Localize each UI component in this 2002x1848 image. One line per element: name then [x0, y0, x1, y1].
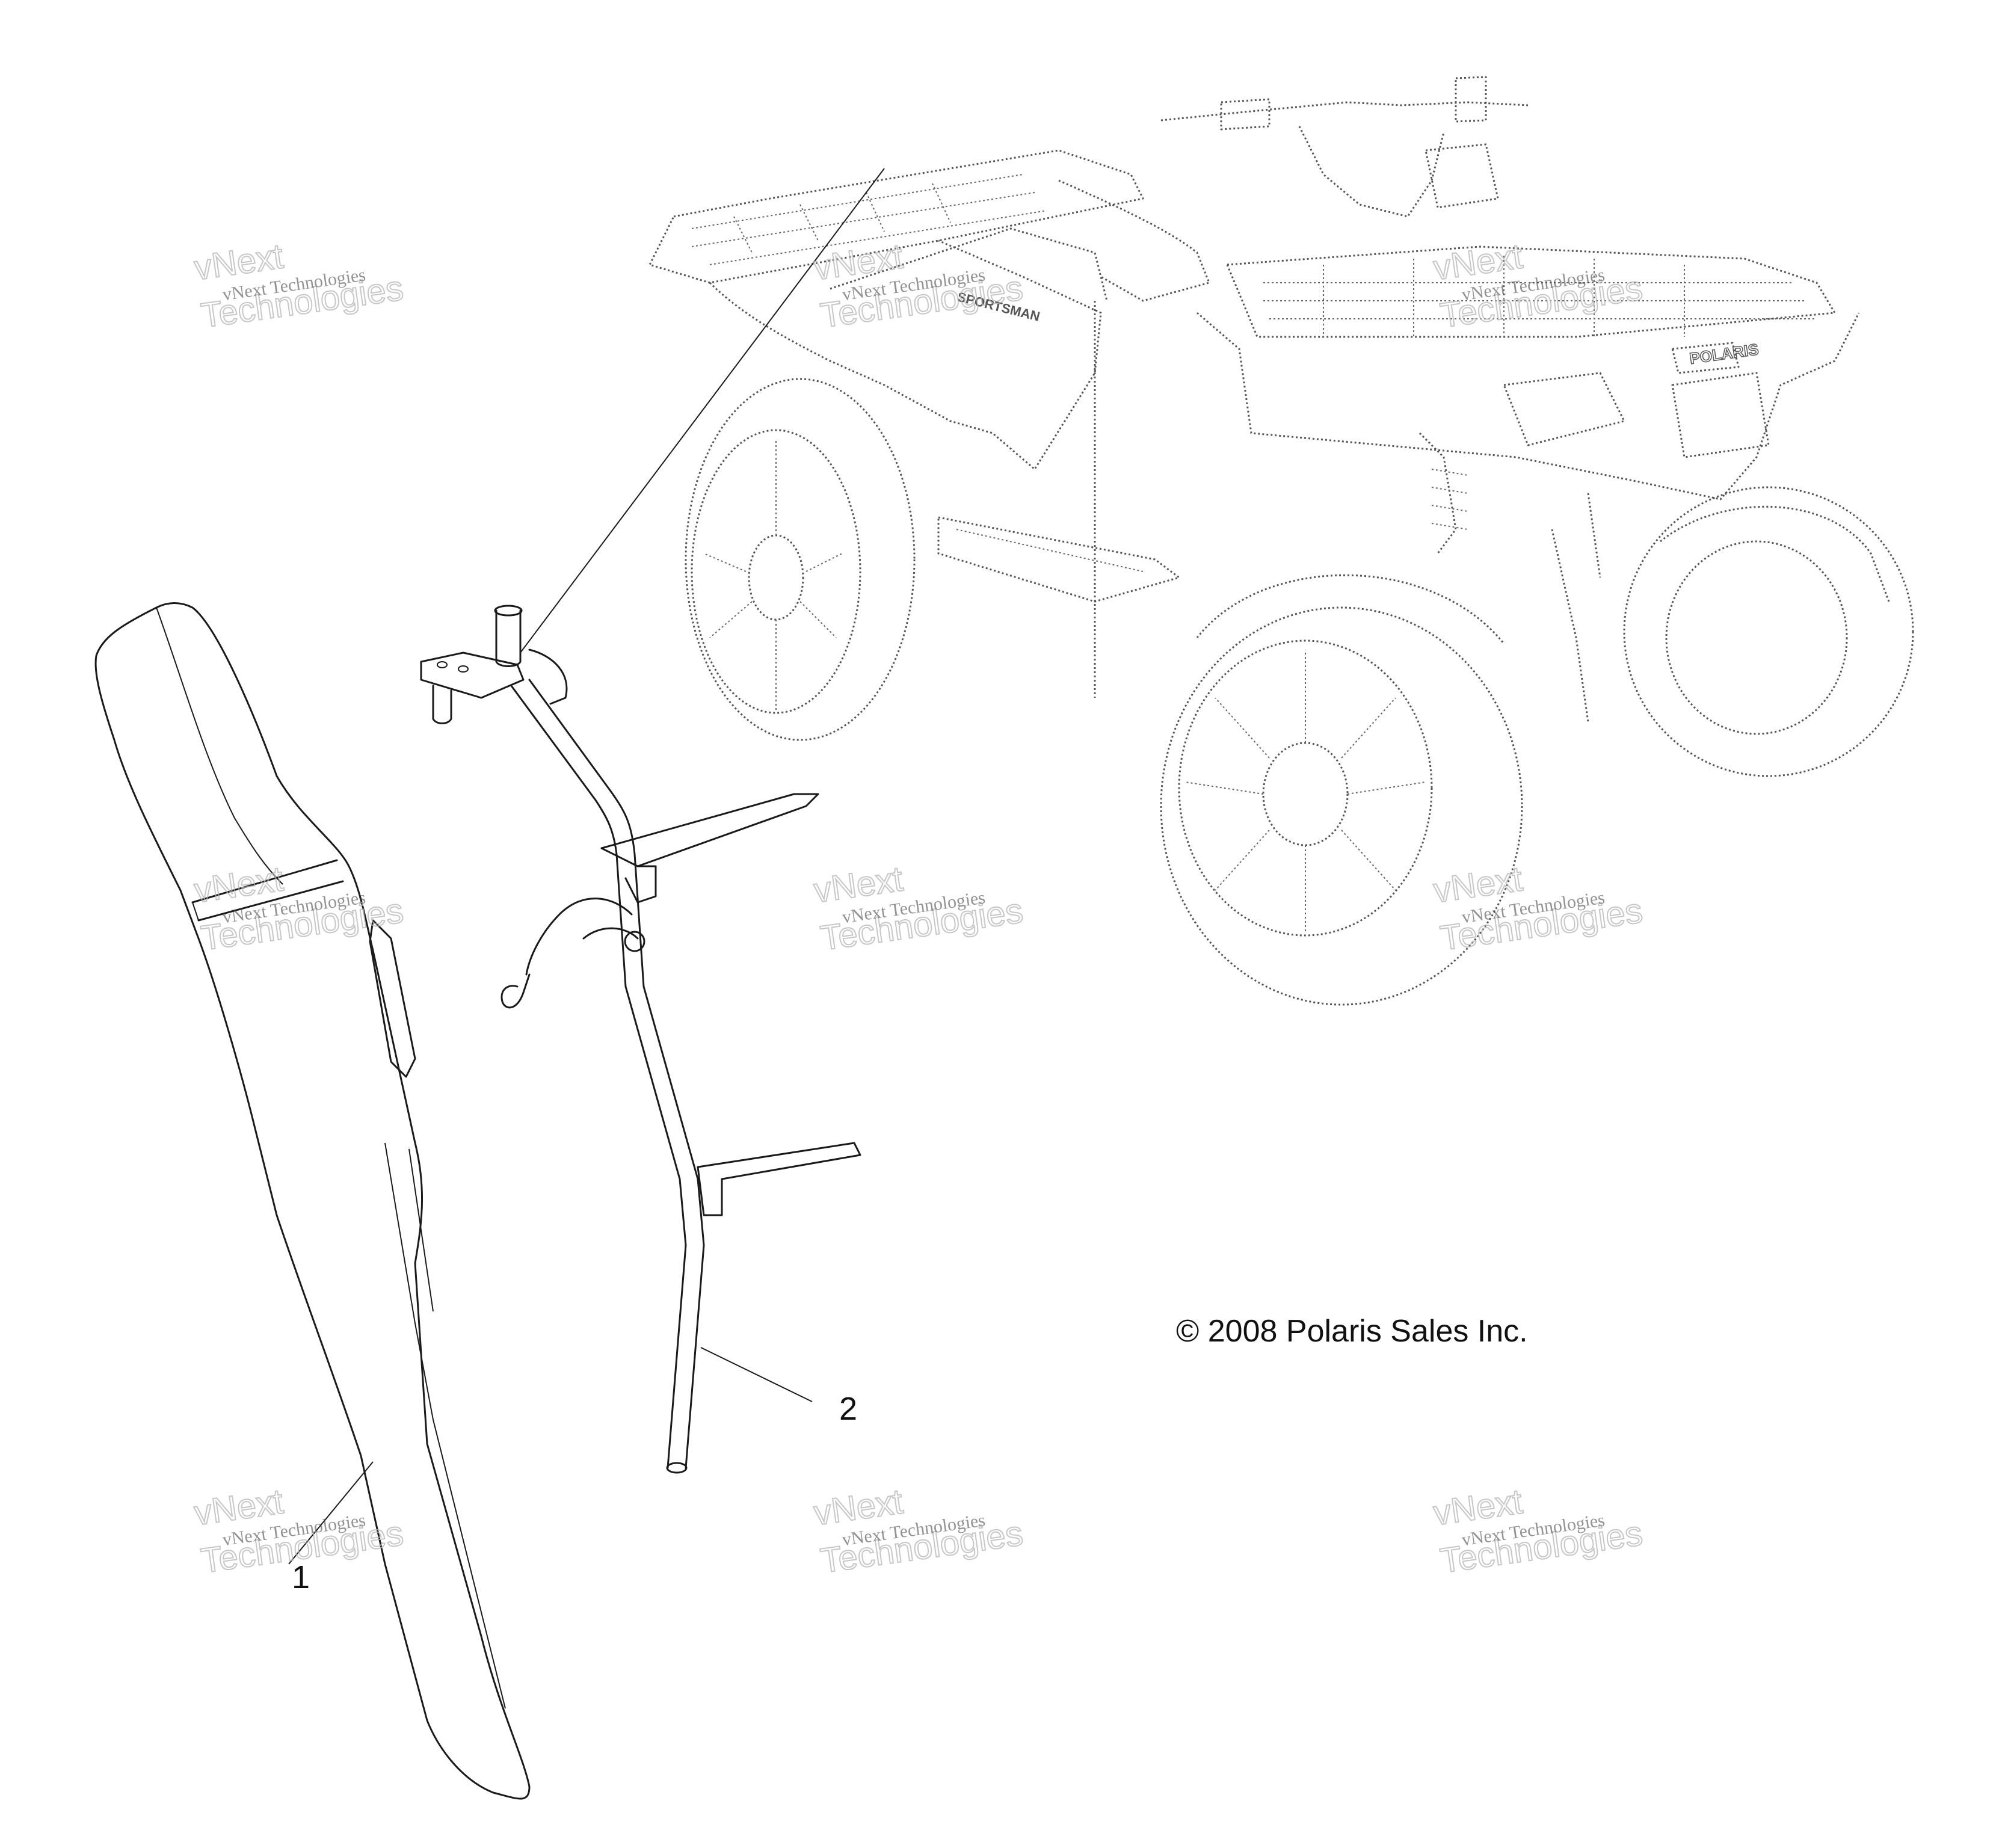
front-brand-badge: POLARIS	[1689, 340, 1760, 368]
watermark: vNext Technologies vNext Technologies	[811, 858, 1026, 958]
callout-1: 1	[292, 1559, 310, 1595]
part-1-gun-boot	[94, 602, 531, 1800]
watermark: vNext Technologies vNext Technologies	[1431, 858, 1645, 958]
leader-callout-1	[288, 1461, 374, 1565]
watermark: vNext Technologies vNext Technologies	[191, 858, 406, 958]
watermark: vNext Technologies vNext Technologies	[811, 236, 1026, 336]
atv-ghost-illustration	[648, 76, 1914, 1006]
watermark: vNext Technologies vNext Technologies	[191, 236, 406, 336]
watermark: vNext Technologies vNext Technologies	[191, 1481, 406, 1581]
watermark: vNext Technologies vNext Technologies	[1431, 1481, 1645, 1581]
leader-callout-2	[700, 1347, 813, 1402]
callout-2: 2	[839, 1391, 857, 1427]
part-2-mount-bracket	[420, 605, 861, 1474]
copyright-notice: © 2008 Polaris Sales Inc.	[1176, 1314, 1528, 1349]
leader-bracket-to-atv	[520, 168, 885, 653]
watermark: vNext Technologies vNext Technologies	[1431, 236, 1645, 336]
watermark-grid: vNext Technologies vNext Technologies vN…	[191, 236, 1645, 1581]
watermark: vNext Technologies vNext Technologies	[811, 1481, 1026, 1581]
